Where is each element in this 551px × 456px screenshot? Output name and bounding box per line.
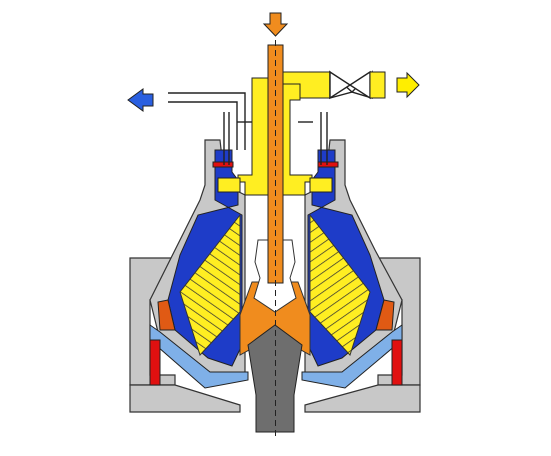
heavy-pipe-inner	[168, 101, 238, 150]
valve-left-half	[329, 70, 352, 100]
light-phase	[217, 70, 386, 196]
disc-stack-left	[179, 213, 241, 356]
frame-base-right	[304, 384, 421, 413]
paring-chamber-left	[217, 177, 241, 193]
seal-left	[149, 339, 161, 386]
discharge-seals	[149, 161, 403, 386]
heavy-pipe-channel-right	[320, 112, 328, 165]
heavy-outlet-pipe	[168, 92, 328, 165]
solids-left	[157, 299, 176, 331]
solids-right	[375, 299, 395, 331]
frame-base	[129, 384, 241, 413]
arrow-down-icon	[262, 12, 289, 37]
paring-seal-left	[212, 161, 234, 168]
solids-zone	[157, 299, 395, 331]
heavy-pipe-outer	[168, 92, 246, 150]
arrow-left-icon	[127, 88, 154, 112]
paring-chamber-right	[309, 177, 333, 193]
light-phase-column-left	[237, 77, 269, 196]
spindle-body	[247, 324, 303, 433]
flow-arrows	[127, 12, 420, 112]
feed-tube	[267, 40, 284, 440]
disc-stacks	[179, 213, 371, 356]
paring-seal-right	[317, 161, 339, 168]
heavy-pipe-channel-left	[223, 112, 230, 165]
arrow-right-icon	[396, 71, 420, 99]
disc-stack-right	[309, 213, 371, 356]
seal-right	[391, 339, 403, 386]
spindle	[247, 324, 303, 433]
light-phase-outlet-end	[369, 71, 386, 99]
